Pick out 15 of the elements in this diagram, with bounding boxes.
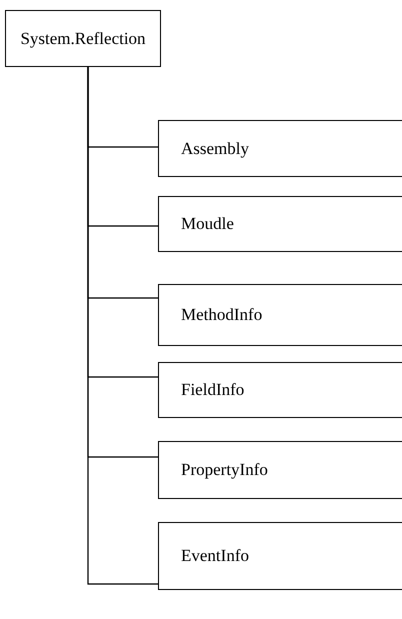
class-name: MethodInfo: [181, 304, 262, 326]
class-box: [158, 120, 402, 177]
class-name: Assembly: [181, 138, 249, 160]
class-name: System.Reflection: [20, 28, 146, 50]
class-box: [158, 362, 402, 418]
class-box: [158, 441, 402, 499]
class-box: [158, 196, 402, 252]
connector-line: [87, 67, 158, 585]
class-box: [5, 10, 161, 67]
class-box: [158, 284, 402, 346]
class-name: Moudle: [181, 213, 234, 236]
class-name: PropertyInfo: [181, 459, 268, 482]
class-name: FieldInfo: [181, 379, 244, 402]
class-box: [158, 522, 402, 590]
class-name: EventInfo: [181, 545, 249, 568]
